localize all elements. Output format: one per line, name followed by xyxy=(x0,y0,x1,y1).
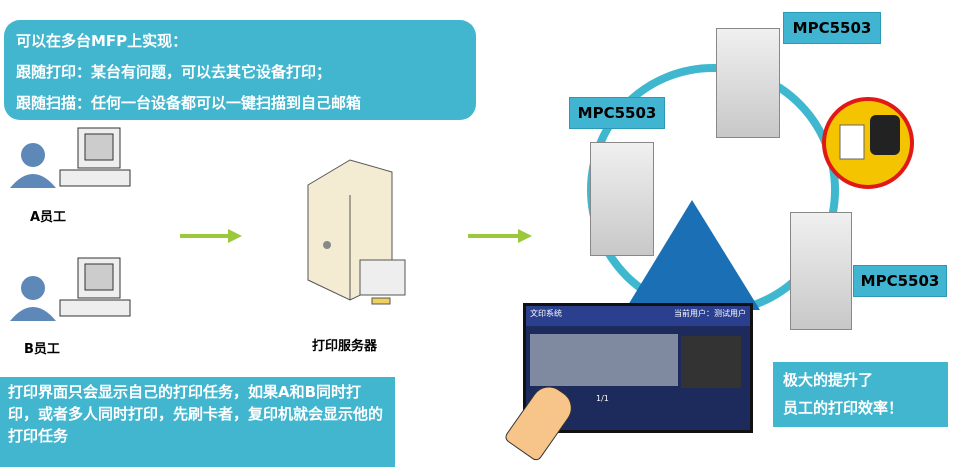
printer-image xyxy=(590,142,654,256)
pointer-triangle xyxy=(625,200,760,310)
job-list[interactable] xyxy=(530,334,678,386)
computer-b-icon xyxy=(59,257,131,317)
arrow-icon xyxy=(468,229,532,243)
employee-a-label: A员工 xyxy=(30,210,67,225)
efficiency-note: 极大的提升了 员工的打印效率！ xyxy=(773,362,948,427)
computer-a-icon xyxy=(59,127,131,187)
follow-scan-text: 跟随扫描：任何一台设备都可以一键扫描到自己邮箱 xyxy=(16,94,362,112)
page-indicator: 1/1 xyxy=(596,394,609,403)
screen-user: 当前用户：测试用户 xyxy=(674,309,746,318)
screen-title: 文印系统 xyxy=(530,309,562,318)
card-reader-icon xyxy=(822,97,914,189)
follow-print-text: 跟随打印：某台有问题，可以去其它设备打印； xyxy=(16,63,332,81)
feature-callout: 可以在多台MFP上实现： 跟随打印：某台有问题，可以去其它设备打印； 跟随扫描：… xyxy=(4,20,476,120)
server-label: 打印服务器 xyxy=(312,339,378,354)
efficiency-line2: 员工的打印效率！ xyxy=(783,399,904,417)
server-icon xyxy=(307,159,406,305)
printer-image xyxy=(790,212,852,330)
user-b-icon xyxy=(10,276,56,321)
printer-label: MPC5503 xyxy=(569,97,665,129)
printer-image xyxy=(716,28,780,138)
printer-label: MPC5503 xyxy=(783,12,881,44)
action-buttons[interactable] xyxy=(681,336,741,388)
user-a-icon xyxy=(10,143,56,188)
arrow-icon xyxy=(180,229,242,243)
callout-title: 可以在多台MFP上实现： xyxy=(16,32,188,50)
employee-b-label: B员工 xyxy=(24,342,60,357)
efficiency-line1: 极大的提升了 xyxy=(783,371,874,389)
printer-label: MPC5503 xyxy=(853,265,947,297)
bottom-left-note: 打印界面只会显示自己的打印任务，如果A和B同时打印，或者多人同时打印，先刷卡者，… xyxy=(0,377,395,467)
